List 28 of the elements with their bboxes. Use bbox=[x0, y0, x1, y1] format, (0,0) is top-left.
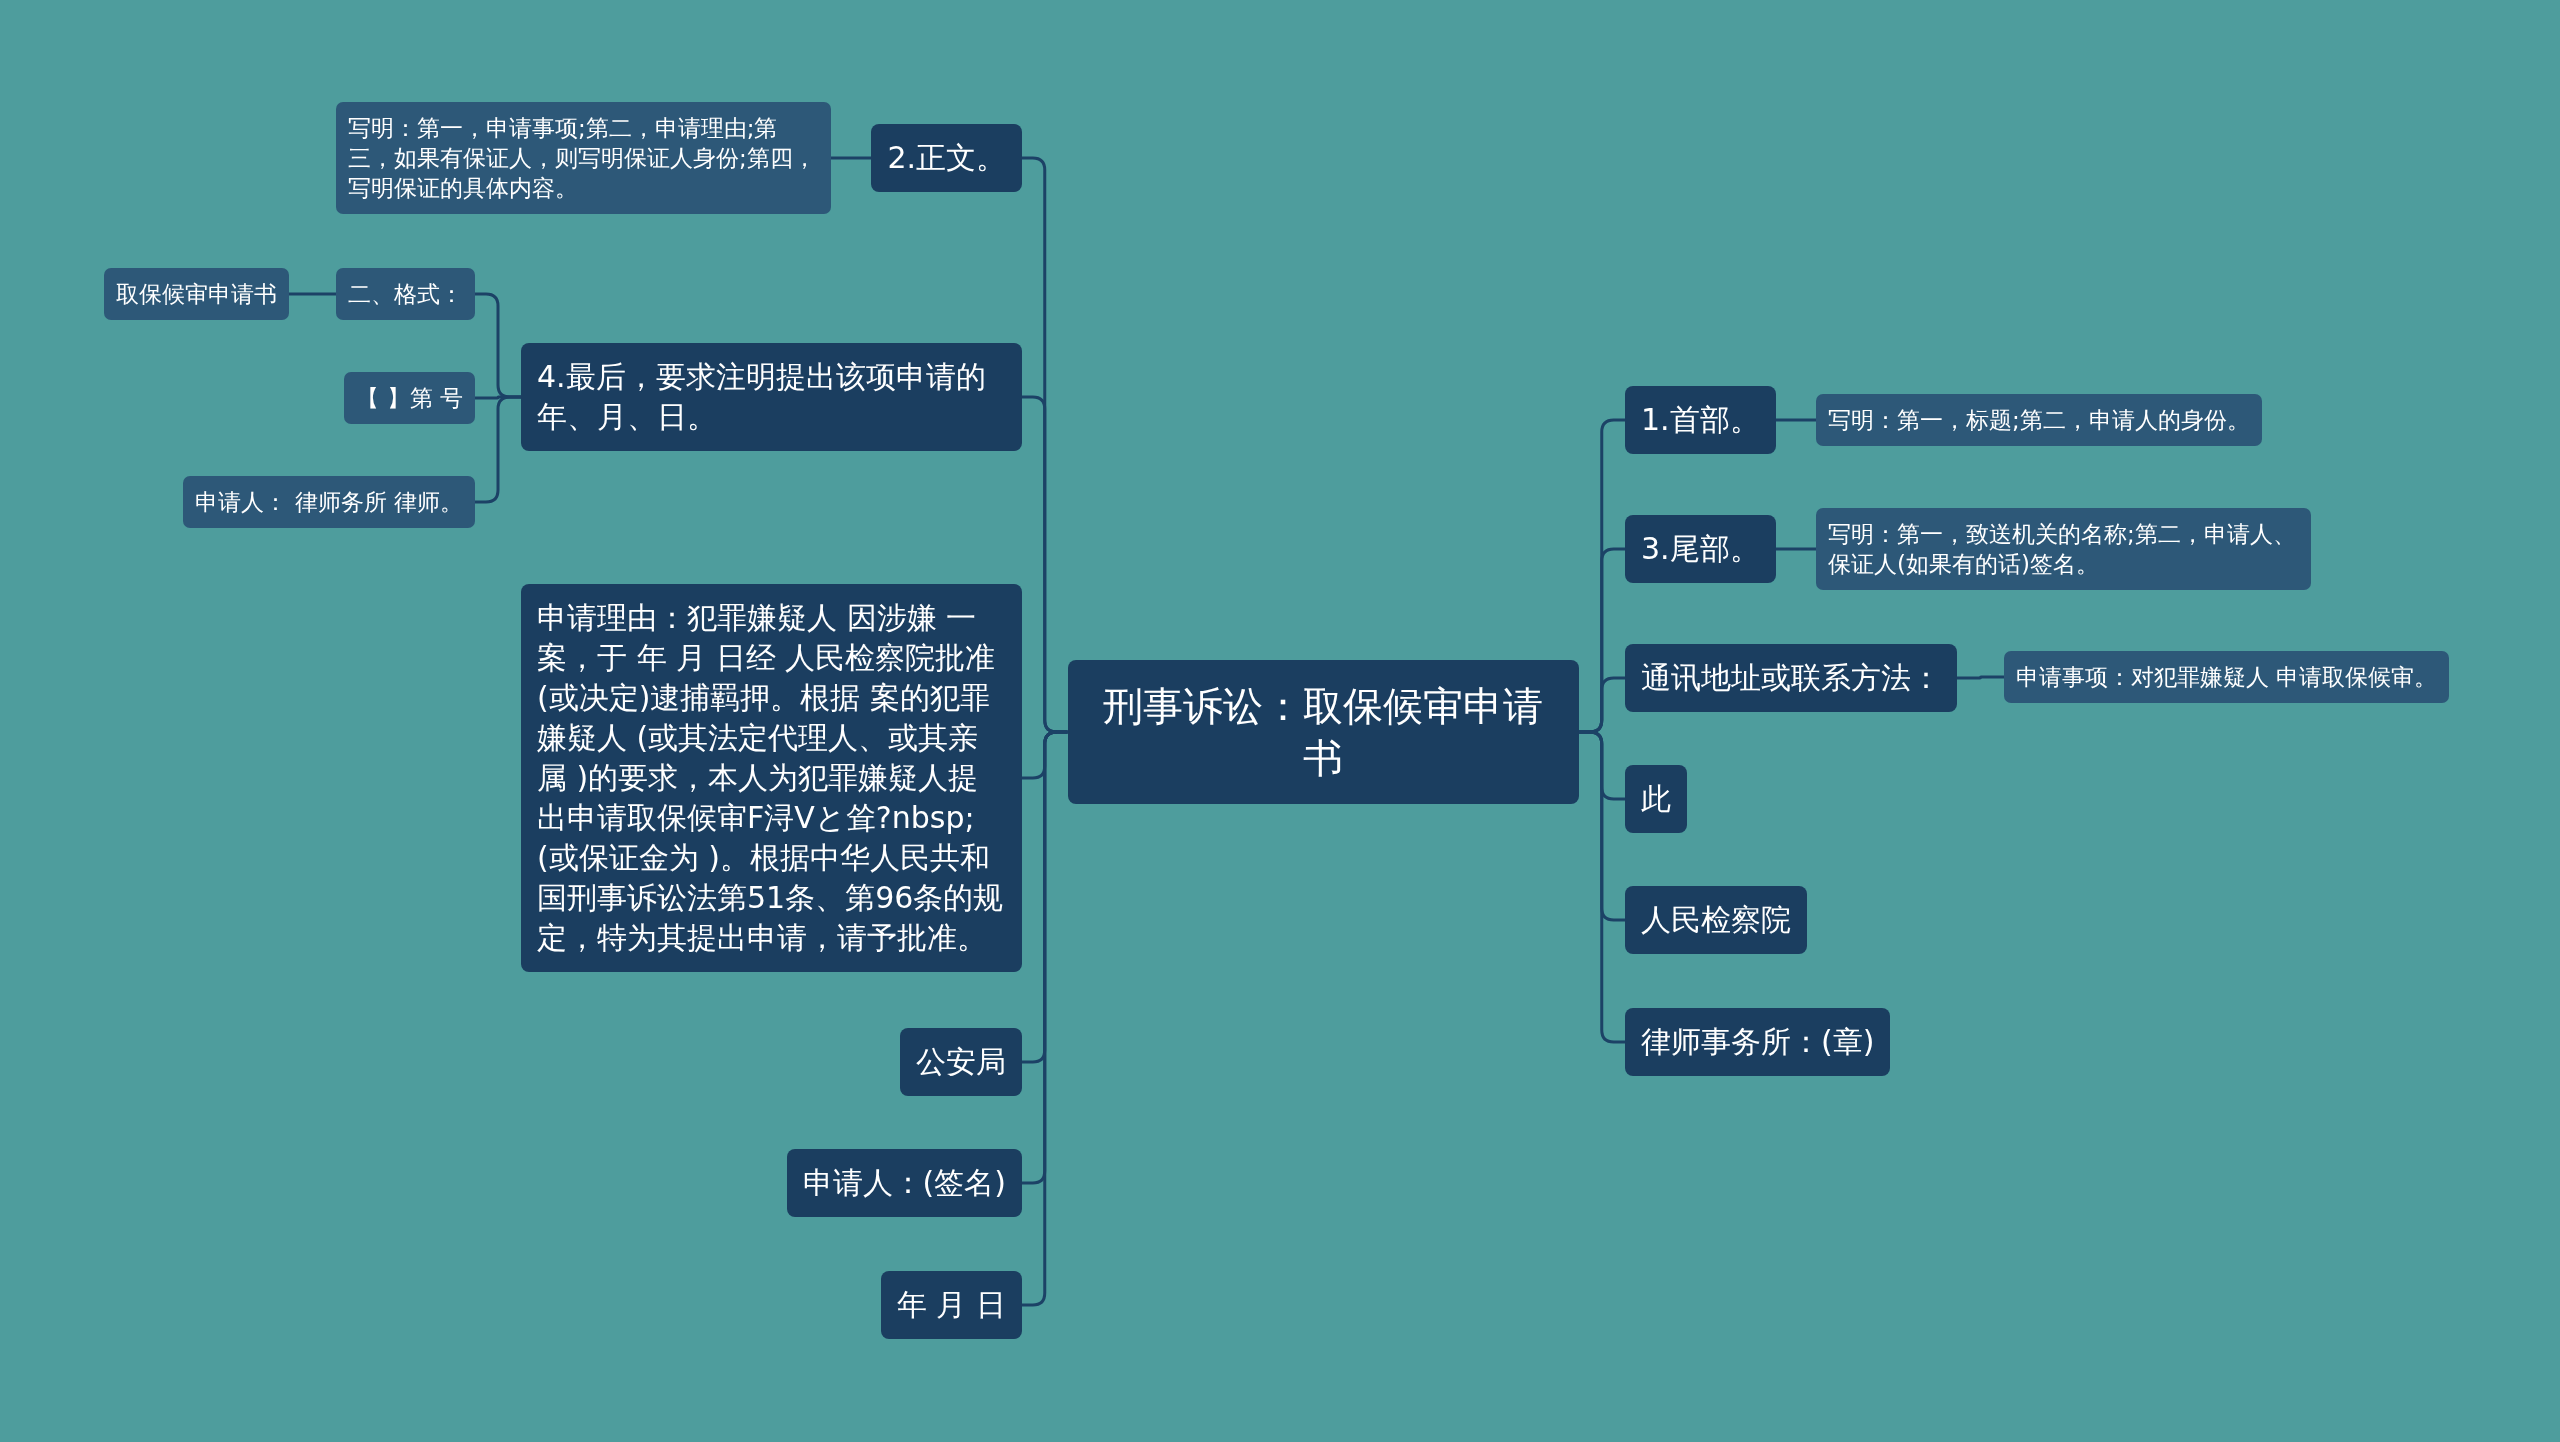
topic-box: 通讯地址或联系方法： bbox=[1625, 644, 1957, 712]
connector-line bbox=[289, 292, 336, 296]
topic-box: 年 月 日 bbox=[880, 1271, 1022, 1339]
topic-box: 此 bbox=[1625, 765, 1687, 833]
subtopic-box: 写明：第一，申请事项;第二，申请理由;第三，如果有保证人，则写明保证人身份;第四，写明保证的具体内容。 bbox=[336, 102, 831, 214]
connector-line bbox=[475, 395, 521, 504]
root-topic-box: 刑事诉讼：取保候审申请书 bbox=[1067, 660, 1579, 804]
topic-box: 申请人：(签名) bbox=[786, 1149, 1022, 1217]
subtopic-box: 取保候审申请书 bbox=[104, 268, 289, 320]
connector-line bbox=[1775, 547, 1816, 551]
topic-box: 2.正文。 bbox=[871, 124, 1022, 192]
topic-box: 申请理由：犯罪嫌疑人 因涉嫌 一案，于 年 月 日经 人民检察院批准(或决定)逮捕羁押。根据 案的犯罪嫌疑人 (或其法定代理人、或其亲属 )的要求，本人为犯罪嫌疑人提出申请取保候审F浔Vと耸?nbsp;(或保证金为 )。根据中华人民共和国刑事诉讼法第51条、第96条的规定，特为其提出申请，请予批准。 bbox=[521, 584, 1022, 972]
subtopic-box: 申请事项：对犯罪嫌疑人 申请取保候审。 bbox=[2004, 651, 2450, 703]
topic-box: 3.尾部。 bbox=[1625, 515, 1776, 583]
subtopic-box: 【 】第 号 bbox=[344, 372, 475, 424]
topic-box: 人民检察院 bbox=[1625, 886, 1807, 954]
topic-box: 4.最后，要求注明提出该项申请的年、月、日。 bbox=[521, 343, 1022, 451]
subtopic-box: 写明：第一，标题;第二，申请人的身份。 bbox=[1816, 394, 2262, 446]
topic-box: 公安局 bbox=[900, 1028, 1022, 1096]
connector-line bbox=[1775, 418, 1816, 422]
connector-line bbox=[831, 156, 872, 160]
subtopic-box: 二、格式： bbox=[336, 268, 475, 320]
topic-box: 律师事务所：(章) bbox=[1625, 1008, 1891, 1076]
topic-box: 1.首部。 bbox=[1625, 386, 1776, 454]
connector-line bbox=[1578, 730, 1625, 1044]
subtopic-box: 写明：第一，致送机关的名称;第二，申请人、保证人(如果有的话)签名。 bbox=[1816, 508, 2311, 590]
subtopic-box: 申请人： 律师务所 律师。 bbox=[183, 476, 475, 528]
connector-line bbox=[1957, 675, 2004, 680]
